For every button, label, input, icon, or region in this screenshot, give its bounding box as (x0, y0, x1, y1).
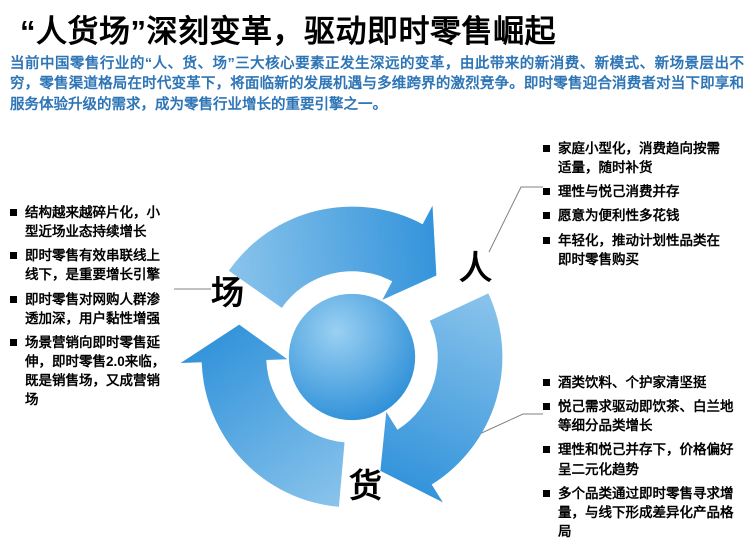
bullet-square-icon (10, 209, 17, 216)
list-item-text: 结构越来越碎片化，小型近场业态持续增长 (25, 205, 160, 240)
list-item-text: 即时零售有效串联线上线下，是重要增长引擎 (25, 248, 160, 283)
bullet-square-icon (10, 295, 17, 303)
bullet-square-icon (543, 236, 550, 244)
bullet-list-ren: 家庭小型化，消费趋向按需适量，随时补货 理性与悦己消费并存 愿意为便利性多花钱 … (543, 139, 733, 274)
bullet-square-icon (543, 212, 550, 220)
list-item-text: 场景营销向即时零售延伸，即时零售2.0来临，既是销售场，又成营销场 (25, 334, 166, 408)
diagram-label-ren: 人 (459, 249, 492, 286)
bullet-square-icon (543, 188, 550, 196)
list-item: 多个品类通过即时零售寻求增量，与线下形成差异化产品格局 (543, 484, 739, 541)
center-circle (288, 293, 416, 421)
list-item-text: 酒类饮料、个护家清坚挺 (558, 375, 707, 390)
bullet-square-icon (543, 403, 550, 411)
intro-paragraph: 当前中国零售行业的“人、货、场”三大核心要素正发生深远的变革，由此带来的新消费、… (10, 56, 744, 113)
list-item: 理性与悦己消费并存 (543, 182, 733, 201)
list-item: 家庭小型化，消费趋向按需适量，随时补货 (543, 139, 733, 177)
list-item: 结构越来越碎片化，小型近场业态持续增长 (10, 203, 166, 241)
list-item-text: 理性与悦己消费并存 (558, 184, 680, 200)
cycle-diagram: 人 货 场 (167, 131, 561, 542)
list-item: 年轻化，推动计划性品类在即时零售购买 (543, 231, 733, 269)
list-item: 愿意为便利性多花钱 (543, 206, 733, 225)
list-item: 理性和悦己并存下，价格偏好呈二元化趋势 (543, 440, 739, 478)
list-item-text: 年轻化，推动计划性品类在即时零售购买 (558, 232, 720, 267)
list-item: 酒类饮料、个护家清坚挺 (543, 373, 739, 392)
bullet-square-icon (543, 489, 550, 497)
bullet-square-icon (10, 252, 17, 260)
list-item-text: 悦己需求驱动即饮茶、白兰地等细分品类增长 (558, 399, 734, 434)
bullet-list-huo: 酒类饮料、个护家清坚挺 悦己需求驱动即饮茶、白兰地等细分品类增长 理性和悦己并存… (543, 373, 739, 546)
list-item: 场景营销向即时零售延伸，即时零售2.0来临，既是销售场，又成营销场 (10, 333, 166, 410)
cycle-arrows-graphic (169, 131, 561, 521)
list-item: 悦己需求驱动即饮茶、白兰地等细分品类增长 (543, 397, 739, 435)
bullet-square-icon (10, 338, 17, 346)
list-item: 即时零售有效串联线上线下，是重要增长引擎 (10, 246, 166, 284)
page-title: “人货场”深刻变革，驱动即时零售崛起 (20, 14, 556, 49)
list-item-text: 理性和悦己并存下，价格偏好呈二元化趋势 (558, 442, 734, 477)
diagram-label-huo: 货 (349, 467, 382, 504)
list-item-text: 愿意为便利性多花钱 (558, 208, 680, 224)
diagram-label-chang: 场 (211, 274, 244, 311)
bullet-square-icon (543, 145, 550, 152)
list-item-text: 即时零售对网购人群渗透加深，用户黏性增强 (25, 291, 160, 326)
list-item-text: 多个品类通过即时零售寻求增量，与线下形成差异化产品格局 (558, 485, 734, 540)
bullet-list-chang: 结构越来越碎片化，小型近场业态持续增长 即时零售有效串联线上线下，是重要增长引擎… (10, 203, 166, 415)
list-item: 即时零售对网购人群渗透加深，用户黏性增强 (10, 290, 166, 328)
bullet-square-icon (543, 446, 550, 454)
list-item-text: 家庭小型化，消费趋向按需适量，随时补货 (558, 141, 720, 176)
bullet-square-icon (543, 379, 550, 386)
